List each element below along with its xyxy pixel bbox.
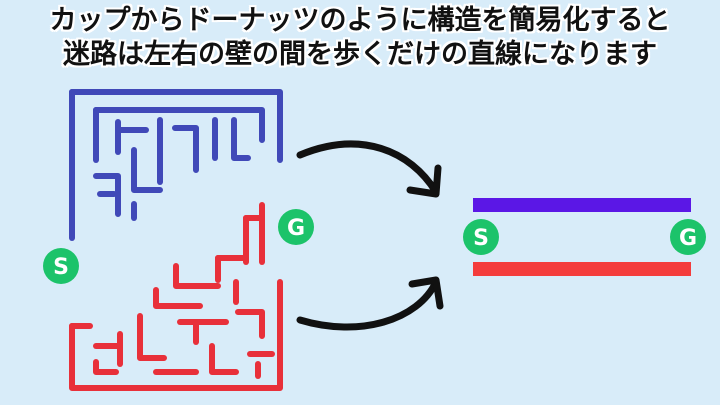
caption: カップからドーナッツのように構造を簡易化すると 迷路は左右の壁の間を歩くだけの直… bbox=[0, 0, 720, 76]
goal-badge-line-label: G bbox=[679, 226, 697, 251]
purple-wall-bar bbox=[473, 198, 691, 212]
start-badge-maze: S bbox=[43, 248, 79, 284]
goal-badge-maze: G bbox=[278, 209, 314, 245]
caption-line-2: 迷路は左右の壁の間を歩くだけの直線になります bbox=[63, 39, 657, 70]
start-badge-line: S bbox=[463, 219, 499, 255]
goal-badge-line: G bbox=[670, 219, 706, 255]
red-maze-walls bbox=[69, 202, 283, 391]
caption-line-1: カップからドーナッツのように構造を簡易化すると bbox=[49, 5, 671, 36]
start-badge-line-label: S bbox=[473, 226, 489, 251]
red-wall-bar bbox=[473, 262, 691, 276]
arrow-upper bbox=[296, 140, 442, 198]
goal-badge-maze-label: G bbox=[287, 216, 305, 241]
start-badge-maze-label: S bbox=[53, 255, 69, 280]
arrow-lower bbox=[296, 276, 444, 331]
blue-maze-walls bbox=[69, 89, 283, 241]
